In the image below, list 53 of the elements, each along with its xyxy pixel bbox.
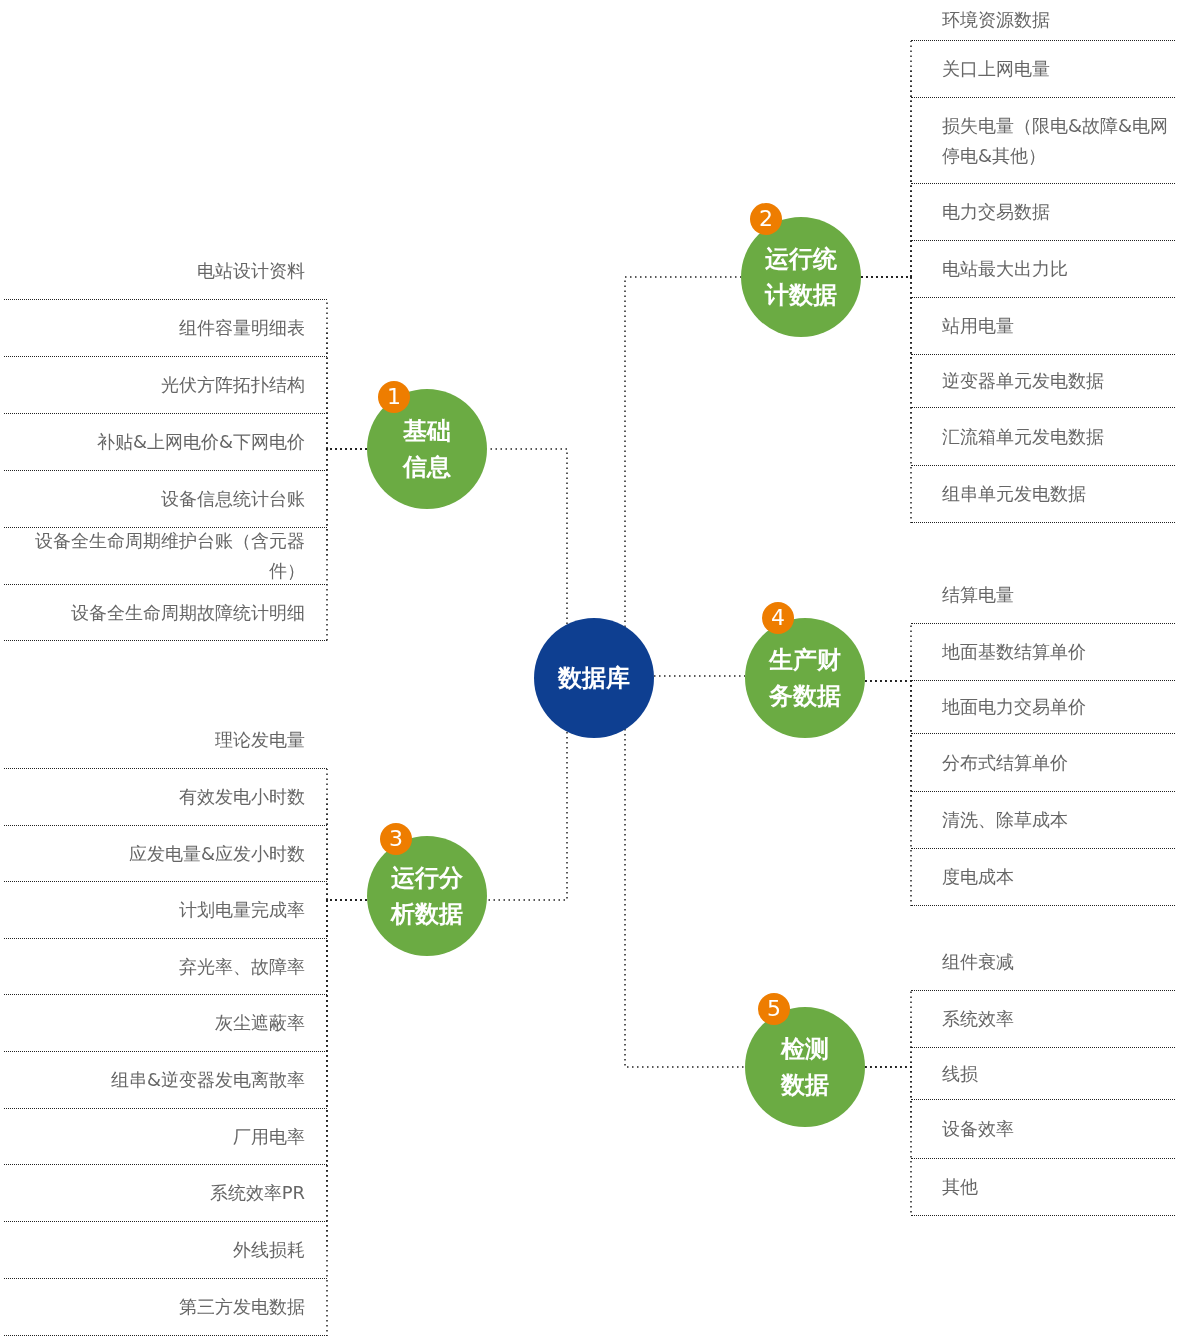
topic-label: 生产财务数据 (767, 645, 842, 712)
item-label: 第三方发电数据 (179, 1295, 305, 1319)
item-label: 损失电量（限电&故障&电网停电&其他） (942, 113, 1169, 168)
connector-line (486, 731, 568, 901)
item-label: 地面电力交易单价 (942, 695, 1086, 719)
number-badge: 4 (762, 602, 794, 634)
item-label: 分布式结算单价 (942, 750, 1068, 775)
item-label: 设备信息统计台账 (161, 487, 305, 511)
item-label: 组串单元发电数据 (942, 482, 1086, 506)
item-label: 地面基数结算单价 (942, 640, 1086, 664)
item-label: 站用电量 (942, 314, 1014, 338)
item-label: 清洗、除草成本 (942, 808, 1068, 832)
item-label: 电站最大出力比 (942, 257, 1068, 281)
item-label: 组件衰减 (942, 950, 1014, 974)
number-badge: 1 (378, 381, 410, 413)
number-badge: 3 (380, 823, 412, 855)
item-label: 理论发电量 (215, 728, 305, 752)
item-label: 度电成本 (942, 865, 1014, 889)
item-label: 设备全生命周期故障统计明细 (71, 600, 305, 625)
item-label: 逆变器单元发电数据 (942, 369, 1104, 393)
item-label: 设备效率 (942, 1117, 1014, 1141)
item-label: 弃光率、故障率 (179, 954, 305, 979)
connector-line (624, 728, 746, 1068)
number-badge: 5 (758, 993, 790, 1025)
item-label: 线损 (942, 1061, 978, 1086)
item-label: 外线损耗 (233, 1238, 305, 1262)
item-label: 环境资源数据 (942, 8, 1050, 32)
item-label: 计划电量完成率 (179, 898, 305, 922)
item-label: 有效发电小时数 (179, 785, 305, 809)
item-label: 其他 (942, 1175, 978, 1199)
number-badge: 2 (750, 203, 782, 235)
bracket-line (326, 448, 368, 642)
item-label: 关口上网电量 (942, 57, 1050, 81)
item-label: 厂用电率 (233, 1124, 305, 1149)
item-label: 补贴&上网电价&下网电价 (96, 430, 305, 454)
item-label: 电站设计资料 (197, 259, 305, 283)
item-label: 光伏方阵拓扑结构 (161, 373, 305, 397)
bracket-line (864, 680, 912, 907)
item-label: 系统效率 (942, 1007, 1014, 1031)
item-label: 设备全生命周期维护台账（含元器件） (34, 529, 305, 583)
item-label: 汇流箱单元发电数据 (942, 424, 1104, 449)
topic-label: 数据库 (556, 663, 631, 694)
item-label: 组串&逆变器发电离散率 (110, 1068, 305, 1092)
topic-label: 基础信息 (401, 416, 452, 483)
item-label: 应发电量&应发小时数 (128, 841, 305, 866)
item-label: 结算电量 (942, 583, 1014, 607)
item-label: 组件容量明细表 (179, 316, 305, 340)
item-label: 电力交易数据 (942, 200, 1050, 224)
item-label: 系统效率PR (209, 1181, 305, 1205)
topic-label: 运行分析数据 (389, 863, 464, 930)
item-label: 灰尘遮蔽率 (215, 1011, 305, 1035)
topic-label: 运行统计数据 (763, 244, 838, 311)
topic-label: 检测数据 (779, 1034, 830, 1101)
